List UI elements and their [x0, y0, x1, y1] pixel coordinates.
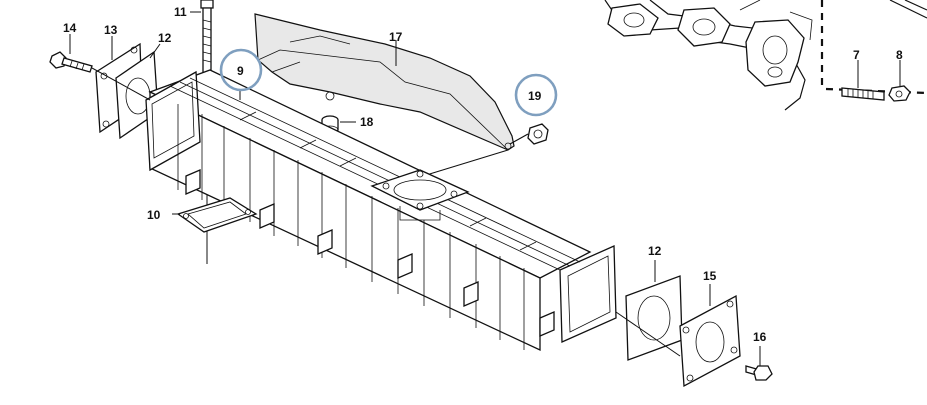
label-part-15: 15 [703, 269, 717, 283]
exhaust-manifold-part-9 [145, 69, 617, 352]
gasket-part-10 [172, 197, 258, 233]
label-part-13: 13 [104, 23, 118, 37]
assembly-line-right [615, 311, 681, 357]
label-part-16: 16 [753, 330, 767, 344]
assembly-line-left [91, 67, 151, 101]
heat-shield-part-17 [254, 13, 515, 151]
label-part-17: 17 [389, 30, 403, 44]
label-part-18: 18 [360, 115, 374, 129]
label-part-10: 10 [147, 208, 161, 222]
nut-part-8 [888, 60, 911, 102]
label-part-8: 8 [896, 48, 903, 62]
label-part-7: 7 [853, 48, 860, 62]
gasket-part-12-right [625, 260, 683, 361]
flange-plate-part-15 [679, 284, 741, 388]
bolt-part-19 [509, 123, 549, 145]
upper-manifold-partial [604, 0, 927, 111]
highlight-circle-19 [514, 73, 558, 117]
label-part-14: 14 [63, 21, 77, 35]
stud-part-7 [841, 60, 885, 101]
label-part-19: 19 [528, 89, 542, 103]
label-part-9: 9 [237, 64, 244, 78]
label-part-12-right: 12 [648, 244, 662, 258]
label-part-12-left: 12 [158, 31, 172, 45]
highlight-circle-9 [219, 48, 263, 92]
bolt-part-14 [49, 34, 93, 73]
bolt-part-16 [745, 346, 773, 381]
label-part-11: 11 [174, 5, 187, 19]
